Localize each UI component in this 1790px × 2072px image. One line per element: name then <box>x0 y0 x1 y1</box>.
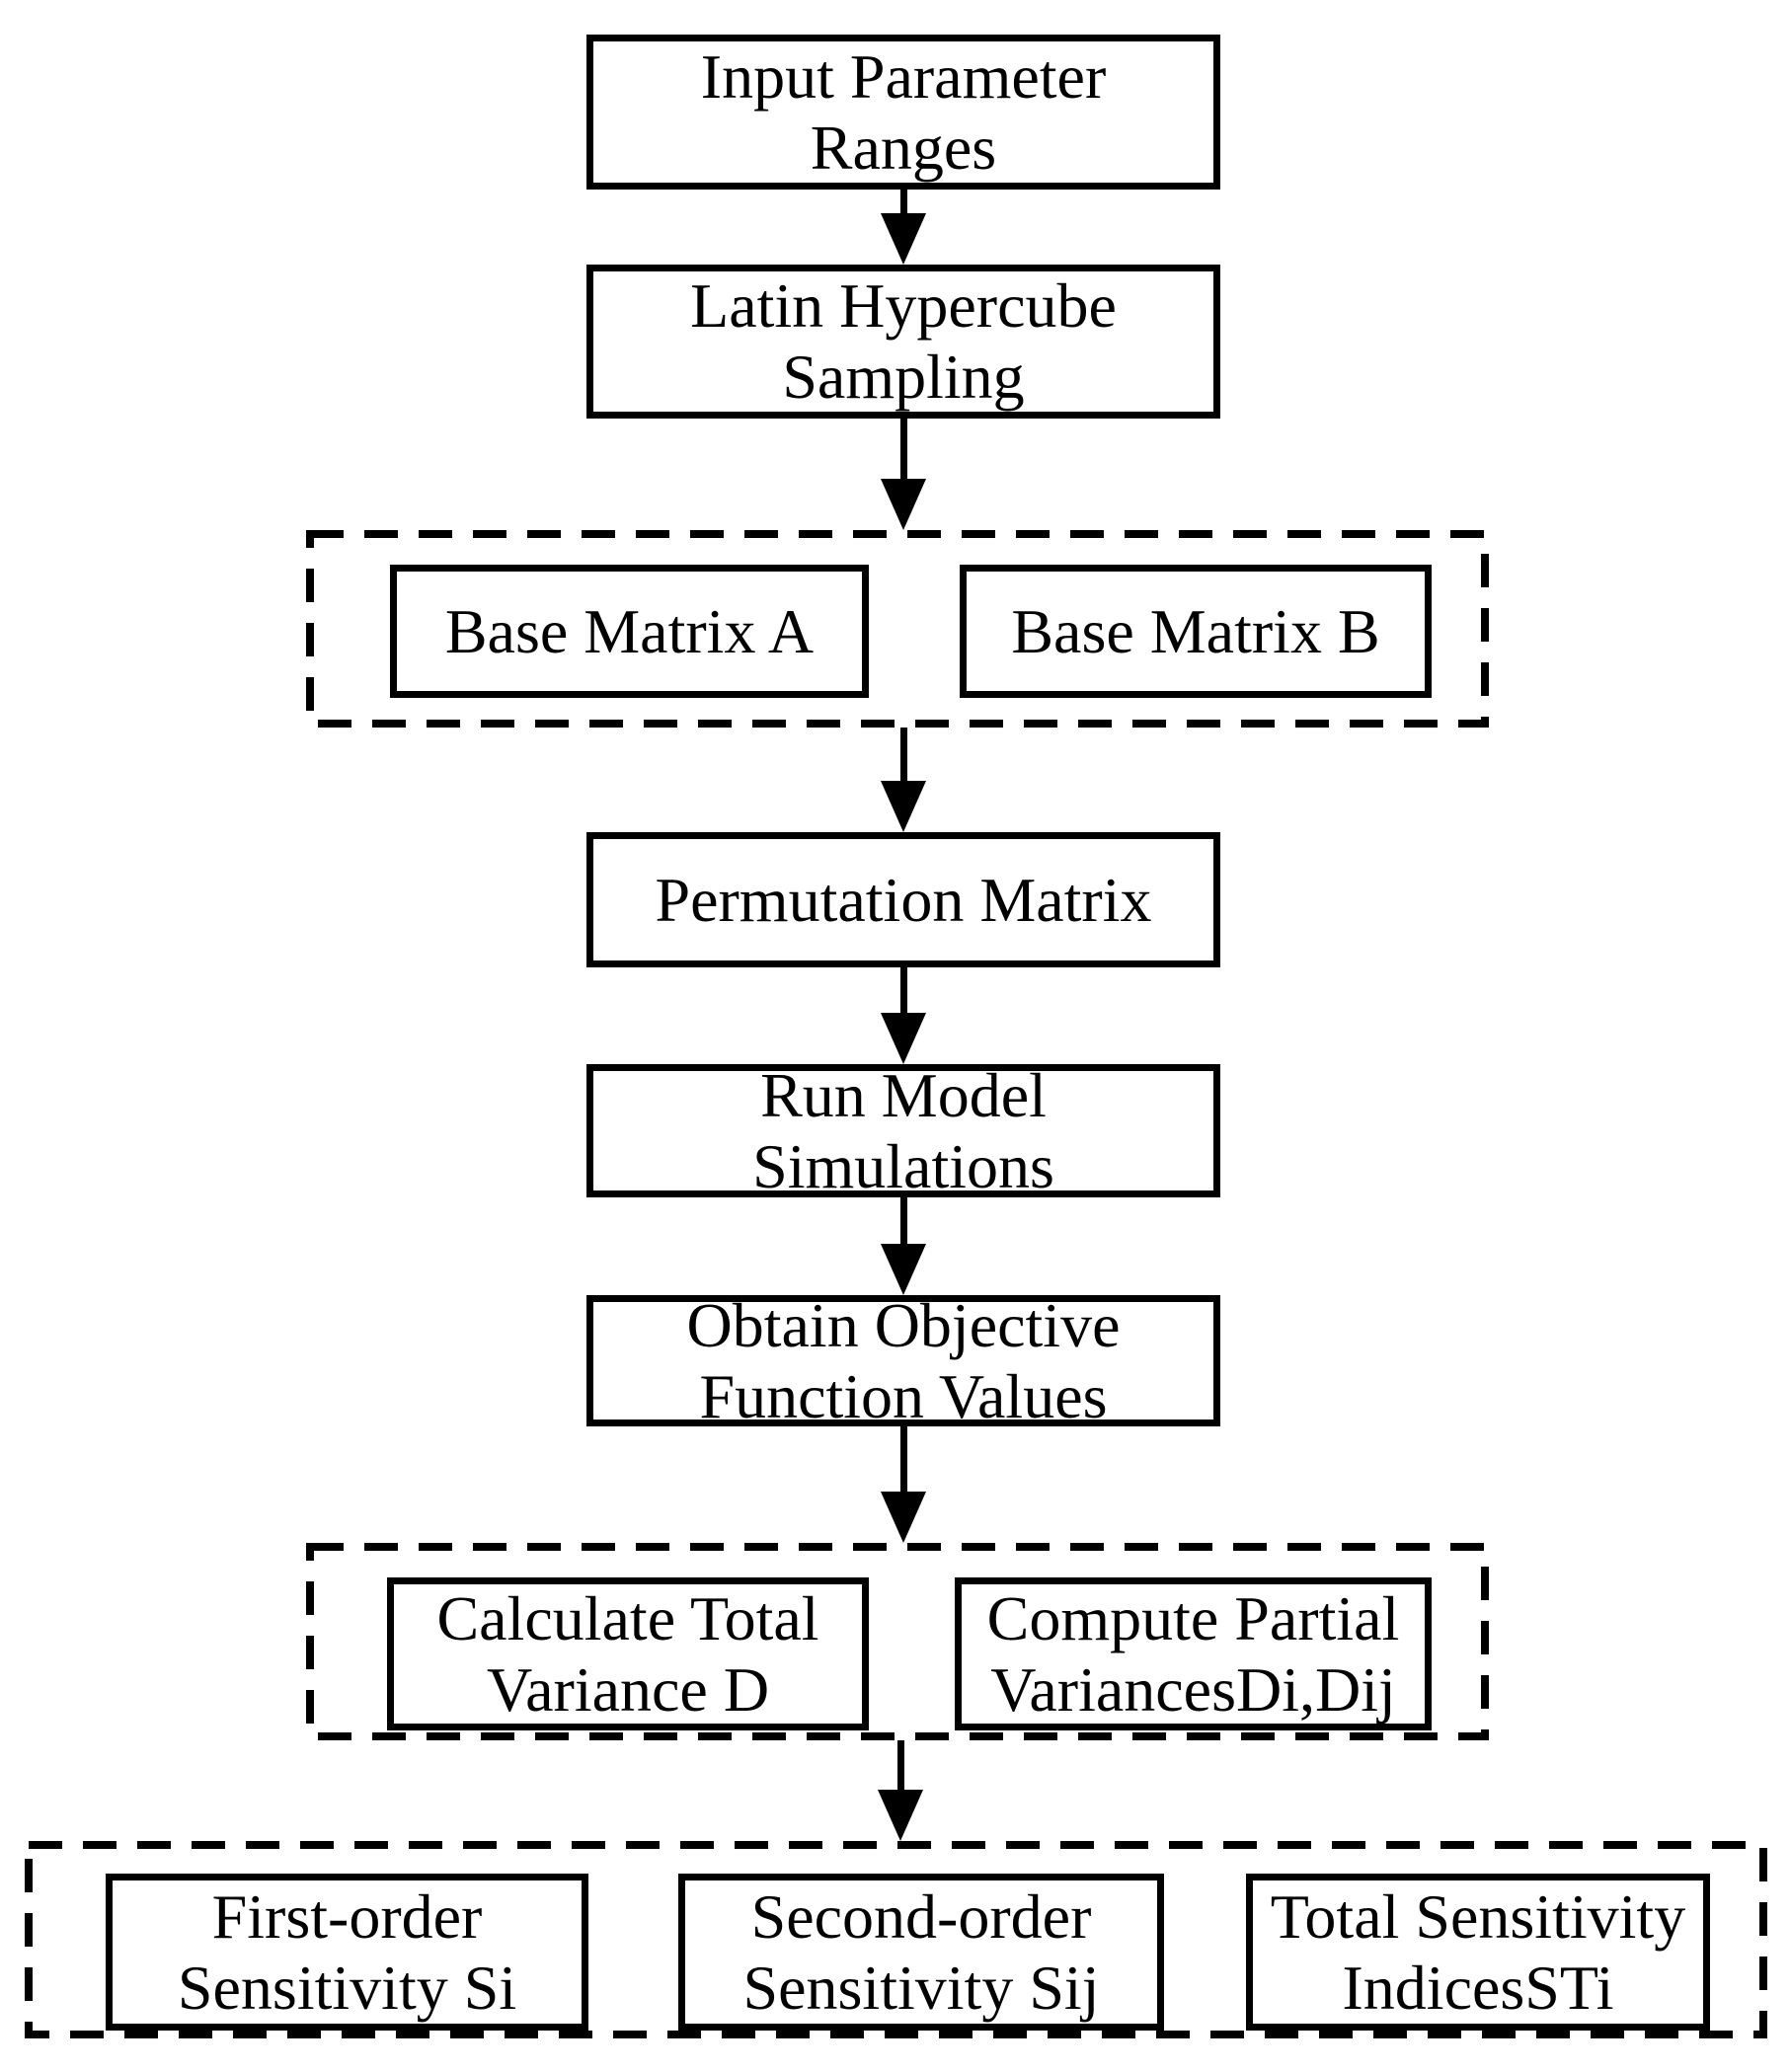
node-obtain-objective-function-values: Obtain Objective Function Values <box>586 1290 1220 1431</box>
arrow-shaft <box>899 967 907 1013</box>
arrowhead-down-icon <box>881 1244 926 1295</box>
arrowhead-down-icon <box>878 1790 923 1841</box>
arrow-run-to-obtain <box>881 1197 926 1295</box>
node-label: Input Parameter Ranges <box>700 40 1107 183</box>
node-base-matrix-a: Base Matrix A <box>390 565 869 698</box>
node-input-parameter-ranges: Input Parameter Ranges <box>586 35 1220 190</box>
arrowhead-down-icon <box>881 1492 926 1543</box>
node-compute-partial-variances: Compute Partial VariancesDi,Dij <box>955 1577 1432 1730</box>
node-label: Base Matrix B <box>1011 595 1380 666</box>
arrow-shaft <box>899 1197 907 1244</box>
arrowhead-down-icon <box>881 479 926 530</box>
arrowhead-down-icon <box>881 781 926 832</box>
group-base-matrices: Base Matrix A Base Matrix B <box>306 530 1489 728</box>
node-run-model-simulations: Run Model Simulations <box>586 1060 1220 1201</box>
node-first-order-sensitivity: First-order Sensitivity Si <box>106 1874 588 2031</box>
group-sensitivity-indices: First-order Sensitivity Si Second-order … <box>25 1841 1767 2038</box>
arrow-base-matrices-to-permutation <box>881 728 926 832</box>
node-label: Compute Partial VariancesDi,Dij <box>986 1582 1400 1725</box>
node-base-matrix-b: Base Matrix B <box>960 565 1432 698</box>
arrow-input-to-latin <box>881 190 926 265</box>
arrow-shaft <box>896 1740 904 1790</box>
dashed-border <box>25 1841 1767 2038</box>
dashed-border <box>306 1543 1489 1740</box>
node-second-order-sensitivity: Second-order Sensitivity Sij <box>678 1874 1164 2031</box>
arrowhead-down-icon <box>881 213 926 265</box>
arrow-variance-to-sensitivity <box>878 1740 923 1841</box>
node-label: Total Sensitivity IndicesSTi <box>1270 1880 1686 2023</box>
node-label: Latin Hypercube Sampling <box>690 270 1117 412</box>
arrow-shaft <box>899 728 907 781</box>
node-permutation-matrix: Permutation Matrix <box>586 832 1220 967</box>
node-label: Permutation Matrix <box>655 864 1152 935</box>
arrow-shaft <box>899 1426 907 1492</box>
node-label: Calculate Total Variance D <box>436 1582 819 1725</box>
node-calculate-total-variance: Calculate Total Variance D <box>387 1577 869 1730</box>
arrow-permutation-to-run <box>881 967 926 1064</box>
dashed-border <box>306 530 1489 728</box>
node-label: First-order Sensitivity Si <box>177 1880 517 2023</box>
node-label: Second-order Sensitivity Sij <box>742 1880 1100 2023</box>
arrow-latin-to-base-matrices <box>881 419 926 530</box>
node-total-sensitivity-indices: Total Sensitivity IndicesSTi <box>1246 1874 1710 2031</box>
arrow-obtain-to-variance <box>881 1426 926 1543</box>
node-label: Run Model Simulations <box>752 1059 1054 1201</box>
node-label: Base Matrix A <box>444 595 815 666</box>
arrow-shaft <box>899 419 907 479</box>
arrow-shaft <box>899 190 907 213</box>
arrowhead-down-icon <box>881 1013 926 1064</box>
group-variance-calculations: Calculate Total Variance D Compute Parti… <box>306 1543 1489 1740</box>
node-label: Obtain Objective Function Values <box>686 1289 1121 1431</box>
node-latin-hypercube-sampling: Latin Hypercube Sampling <box>586 265 1220 419</box>
